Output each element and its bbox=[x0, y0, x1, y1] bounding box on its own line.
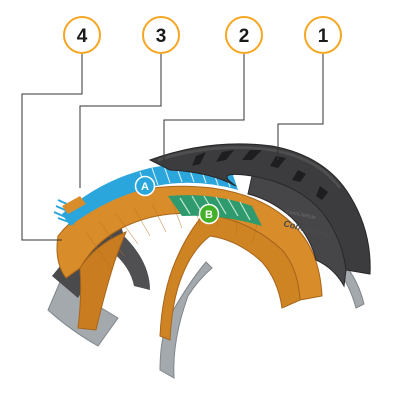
tread-grooves bbox=[192, 150, 328, 200]
marker-a: A bbox=[134, 175, 156, 197]
leader-line-4 bbox=[21, 54, 83, 241]
tire-illustration: ContiLifeRide Continental bbox=[47, 143, 371, 379]
cap-ply-layer bbox=[62, 164, 238, 226]
marker-b-letter: B bbox=[205, 209, 213, 221]
marker-b: B bbox=[198, 203, 220, 225]
leader-line-3 bbox=[79, 54, 162, 188]
callout-2: 2 bbox=[225, 16, 263, 54]
casing-lower-wall bbox=[77, 231, 127, 331]
leader-lines bbox=[21, 54, 324, 241]
leader-line-2 bbox=[163, 54, 245, 164]
callout-1-number: 1 bbox=[318, 26, 329, 47]
callout-2-number: 2 bbox=[239, 26, 250, 47]
frayed-casing-ends bbox=[62, 196, 86, 214]
callout-1: 1 bbox=[304, 16, 342, 54]
callout-4: 4 bbox=[63, 16, 101, 54]
marker-a-letter: A bbox=[141, 181, 149, 193]
sidewall bbox=[247, 175, 347, 288]
tread-highlight bbox=[157, 146, 342, 189]
callout-3: 3 bbox=[142, 16, 180, 54]
center-inner-liner bbox=[110, 236, 150, 290]
callout-4-number: 4 bbox=[77, 26, 88, 47]
leader-line-1 bbox=[277, 54, 324, 160]
casing-right-wall bbox=[159, 213, 301, 341]
callout-3-number: 3 bbox=[156, 26, 167, 47]
casing-texture bbox=[85, 201, 259, 271]
